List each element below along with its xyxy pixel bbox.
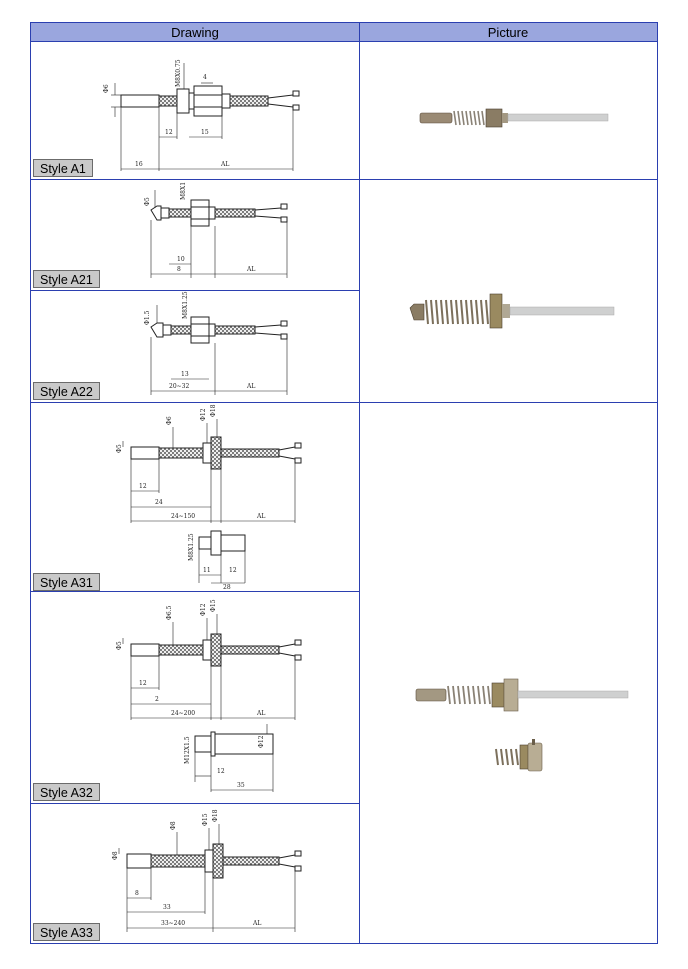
dim-label: AL	[252, 920, 261, 927]
dim-label: 12	[139, 483, 147, 490]
dim-label: M12X1.5	[184, 736, 191, 764]
drawing-a33: Φ8 Φ8 Φ15 Φ18 8 33 33~240 AL Style A33	[31, 804, 359, 943]
dim-label: Φ12	[258, 735, 265, 748]
drawing-a31: Φ5 Φ6 Φ12 Φ18 12 24 24~150 AL M8X1.25 11…	[31, 403, 359, 591]
dim-label: 13	[181, 371, 189, 378]
dim-label: 16	[135, 161, 143, 168]
dim-label: 24~200	[171, 710, 195, 717]
dim-label: 33~240	[161, 920, 185, 927]
picture-a31-a32-a33	[360, 403, 657, 943]
dim-label: Φ8	[112, 851, 119, 860]
dim-label: 2	[155, 696, 159, 703]
dim-label: Φ12	[200, 603, 207, 616]
dim-label: Φ15	[210, 599, 217, 612]
dim-label: 10	[177, 256, 185, 263]
product-photo-a1	[419, 108, 609, 128]
picture-a21-a22	[360, 180, 657, 402]
dim-label: AL	[246, 266, 255, 273]
row-divider	[31, 803, 359, 804]
style-label-a32: Style A32	[33, 783, 100, 801]
column-divider	[359, 23, 360, 943]
row-divider	[31, 179, 657, 180]
dim-label: 8	[135, 890, 139, 897]
dim-label: Φ5	[116, 444, 123, 453]
dim-label: AL	[256, 513, 265, 520]
dim-label: 24~150	[171, 513, 195, 520]
dim-label: Φ12	[200, 408, 207, 421]
style-label-a1: Style A1	[33, 159, 93, 177]
dim-label: 11	[203, 567, 211, 574]
dim-label: Φ15	[202, 813, 209, 826]
dim-label: AL	[220, 161, 229, 168]
row-divider	[31, 402, 657, 403]
drawing-a1: Φ6 M8X0.75 4 12 15 16 AL Style A1	[31, 43, 359, 179]
dim-label: 33	[163, 904, 171, 911]
style-label-a33: Style A33	[33, 923, 100, 941]
style-label-a22: Style A22	[33, 382, 100, 400]
dim-label: Φ8	[170, 821, 177, 830]
dim-label: M8X1.25	[188, 533, 195, 561]
dim-label: M8X1.25	[182, 291, 189, 319]
product-photo-a21-a22	[409, 293, 615, 329]
style-label-a21: Style A21	[33, 270, 100, 288]
dim-label: Φ18	[210, 404, 217, 417]
dim-label: 12	[217, 768, 225, 775]
drawing-a22: Φ1.5 M8X1.25 13 20~32 AL Style A22	[31, 291, 359, 402]
dim-label: M8X0.75	[175, 59, 182, 87]
dim-label: 15	[201, 129, 209, 136]
dim-label: Φ1.5	[144, 310, 151, 325]
technical-drawing-a21: Φ5 M8X1 10 8 AL	[144, 182, 288, 278]
dim-label: M8X1	[180, 182, 187, 200]
dim-label: Φ6	[166, 416, 173, 425]
product-photo-a3x	[415, 678, 629, 772]
row-divider	[31, 290, 359, 291]
technical-drawing-a32: Φ5 Φ6.5 Φ12 Φ15 12 2 24~200 AL M12X1.5 Φ…	[116, 599, 302, 792]
technical-drawing-a22: Φ1.5 M8X1.25 13 20~32 AL	[144, 291, 288, 395]
drawing-a21: Φ5 M8X1 10 8 AL Style A21	[31, 180, 359, 290]
drawing-a32: Φ5 Φ6.5 Φ12 Φ15 12 2 24~200 AL M12X1.5 Φ…	[31, 592, 359, 803]
style-label-a31: Style A31	[33, 573, 100, 591]
technical-drawing-a33: Φ8 Φ8 Φ15 Φ18 8 33 33~240 AL	[112, 809, 302, 932]
technical-drawing-a1: Φ6 M8X0.75 4 12 15 16 AL	[103, 59, 300, 171]
dim-label: 28	[223, 584, 231, 591]
dim-label: Φ6	[103, 84, 110, 93]
picture-column-header: Picture	[359, 23, 657, 42]
dim-label: Φ5	[144, 197, 151, 206]
row-divider	[31, 591, 359, 592]
dim-label: 24	[155, 499, 163, 506]
dim-label: 4	[203, 74, 207, 81]
dim-label: Φ5	[116, 641, 123, 650]
technical-drawing-a31: Φ5 Φ6 Φ12 Φ18 12 24 24~150 AL M8X1.25 11…	[116, 404, 302, 591]
dim-label: Φ18	[212, 809, 219, 822]
dim-label: AL	[246, 383, 255, 390]
dim-label: Φ6.5	[166, 605, 173, 620]
dim-label: 12	[229, 567, 237, 574]
drawing-column-header: Drawing	[31, 23, 359, 42]
picture-a1	[360, 43, 657, 179]
dim-label: AL	[256, 710, 265, 717]
dim-label: 35	[237, 782, 245, 789]
dim-label: 12	[165, 129, 173, 136]
dim-label: 20~32	[169, 383, 189, 390]
dim-label: 8	[177, 266, 181, 273]
product-table: Drawing Picture	[30, 22, 658, 944]
dim-label: 12	[139, 680, 147, 687]
